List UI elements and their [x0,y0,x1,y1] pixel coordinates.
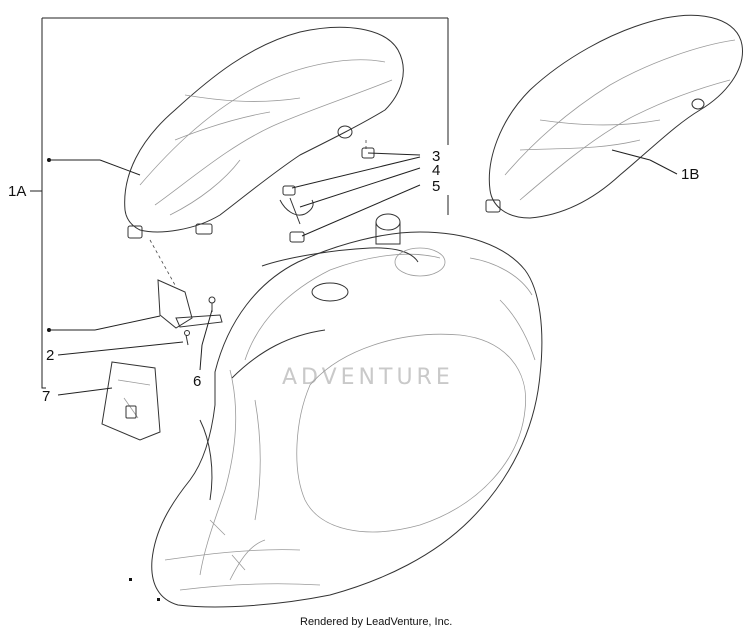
corner-mark [157,598,160,601]
leader-lines [47,149,678,396]
group-1a-bracket [41,17,449,389]
seat-1b [485,14,743,219]
watermark-text: ADVENTURE [282,365,454,390]
part-7-tool-bag [101,361,161,441]
part-4-clip [279,197,314,225]
footer-credit: Rendered by LeadVenture, Inc. [300,616,452,628]
callout-2: 2 [46,347,54,364]
part-2-hinge [157,279,223,346]
callout-7: 7 [42,388,50,405]
part-6-screw [208,296,216,312]
seat-1a [124,26,404,286]
corner-mark [129,578,132,581]
callout-1b: 1B [681,166,699,183]
callout-4: 4 [432,162,440,179]
part-5-spacer [195,223,305,243]
callout-5: 5 [432,178,440,195]
callout-6: 6 [193,373,201,390]
scooter-body [151,213,543,608]
callout-3: 3 [432,148,440,165]
callout-1a: 1A [8,183,26,200]
